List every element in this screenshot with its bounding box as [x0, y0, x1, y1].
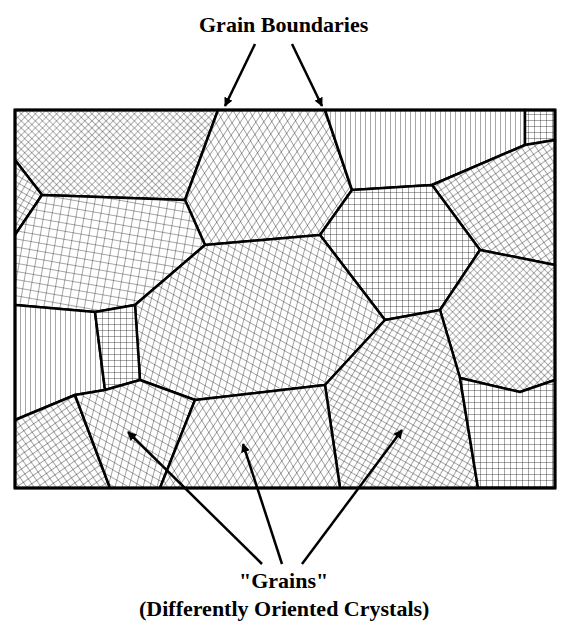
grain	[15, 110, 218, 200]
boundary-label: Grain Boundaries	[199, 12, 368, 38]
grain	[460, 378, 555, 488]
leader-arrow	[128, 432, 262, 564]
grain-label: (Differently Oriented Crystals)	[139, 596, 429, 622]
leader-arrow	[292, 44, 322, 106]
grain	[160, 385, 340, 488]
grain	[325, 310, 478, 488]
sample-frame	[15, 110, 555, 488]
grain-label: "Grains"	[239, 568, 328, 594]
leader-arrow	[225, 44, 255, 106]
grain	[95, 305, 140, 390]
leader-arrow	[302, 430, 402, 564]
leader-arrow	[243, 444, 282, 564]
